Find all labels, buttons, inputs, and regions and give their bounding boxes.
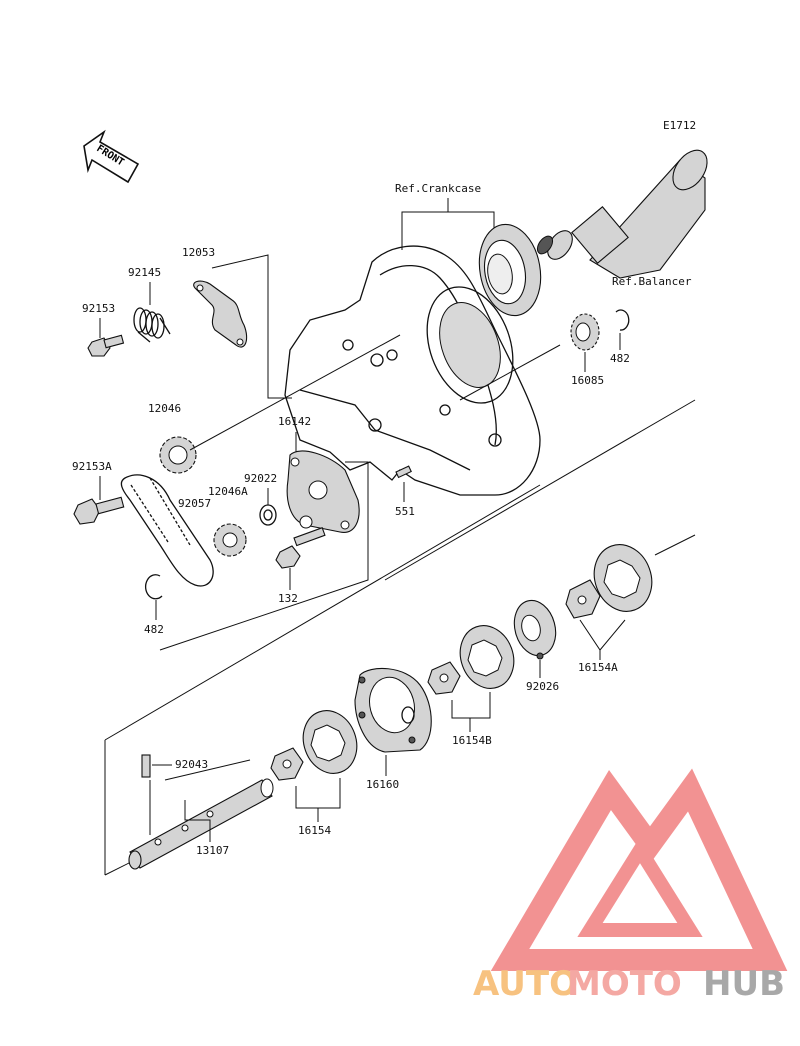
logo-text-hub: HUB <box>703 964 785 1004</box>
pin-92043 <box>141 754 151 778</box>
washer-92022 <box>259 504 277 526</box>
bearing <box>478 223 542 317</box>
label-13107: 13107 <box>196 844 229 857</box>
label-92145: 92145 <box>128 266 161 279</box>
pump-cover-16142 <box>286 450 360 533</box>
rotor-outer-16154A <box>593 544 653 612</box>
axis-line-right <box>654 534 696 556</box>
sprocket-12046A <box>213 523 247 557</box>
pump-body-16160 <box>354 667 432 753</box>
axis-line-upper <box>384 399 696 581</box>
bolt-132 <box>275 527 326 569</box>
label-12046A: 12046A <box>208 485 248 498</box>
group-bracket-upper <box>159 461 369 651</box>
circlip-482-right <box>615 309 630 331</box>
label-16154: 16154 <box>298 824 331 837</box>
label-482-right: 482 <box>610 352 630 365</box>
label-12053: 12053 <box>182 246 215 259</box>
logo-text-auto: AUTO <box>473 964 578 1004</box>
label-551: 551 <box>395 505 415 518</box>
label-92043: 92043 <box>175 758 208 771</box>
plate-92026 <box>513 599 557 660</box>
leader-16085-shaft <box>459 344 561 401</box>
sprocket-12046 <box>159 436 197 474</box>
leader-13107-b <box>164 759 251 781</box>
chain-92057 <box>120 474 214 587</box>
label-92026: 92026 <box>526 680 559 693</box>
shaft-13107 <box>128 778 274 870</box>
leader-12046-shaft <box>189 334 401 451</box>
diagram-code: E1712 <box>663 119 696 132</box>
label-16154B: 16154B <box>452 734 492 747</box>
logo-inner-triangle-icon <box>577 836 703 937</box>
front-arrow-icon: FRONT <box>83 129 140 184</box>
ref-crankcase-bracket <box>401 211 495 250</box>
label-16142: 16142 <box>278 415 311 428</box>
rotor-outer-16154 <box>302 710 358 774</box>
chain-guide-12053 <box>193 280 248 348</box>
gear-16085 <box>570 313 600 351</box>
rotor-outer-16154B <box>459 625 515 689</box>
rotor-inner-16154 <box>270 747 304 781</box>
logo-triangle-icon <box>490 768 788 971</box>
label-92022: 92022 <box>244 472 277 485</box>
label-132: 132 <box>278 592 298 605</box>
crankcase <box>284 245 541 496</box>
label-92057: 92057 <box>178 497 211 510</box>
rotor-inner-16154B <box>427 661 461 695</box>
label-482-left: 482 <box>144 623 164 636</box>
logo-text-moto: MOTO <box>567 964 682 1004</box>
label-16154A: 16154A <box>578 661 618 674</box>
leader-16154 <box>295 778 341 809</box>
label-92153: 92153 <box>82 302 115 315</box>
ref-crankcase-label: Ref.Crankcase <box>395 182 481 195</box>
leader-16154B <box>451 692 491 719</box>
ref-balancer-label: Ref.Balancer <box>612 275 692 288</box>
label-16085: 16085 <box>571 374 604 387</box>
balancer-shaft <box>536 149 708 279</box>
circlip-482-left <box>145 574 163 600</box>
leader-13107-c <box>184 800 211 842</box>
bolt-92153A <box>73 496 125 525</box>
dowel-551 <box>395 465 412 479</box>
spring-92145 <box>133 307 171 343</box>
rotor-inner-16154A <box>565 579 601 619</box>
automotohub-logo: AUTO MOTO HUB <box>473 768 788 1004</box>
leader-12053 <box>211 254 292 399</box>
bolt-92153 <box>87 334 125 357</box>
leader-16154A <box>579 619 626 651</box>
label-16160: 16160 <box>366 778 399 791</box>
label-12046: 12046 <box>148 402 181 415</box>
axis-line-mid <box>104 484 541 741</box>
label-92153A: 92153A <box>72 460 112 473</box>
